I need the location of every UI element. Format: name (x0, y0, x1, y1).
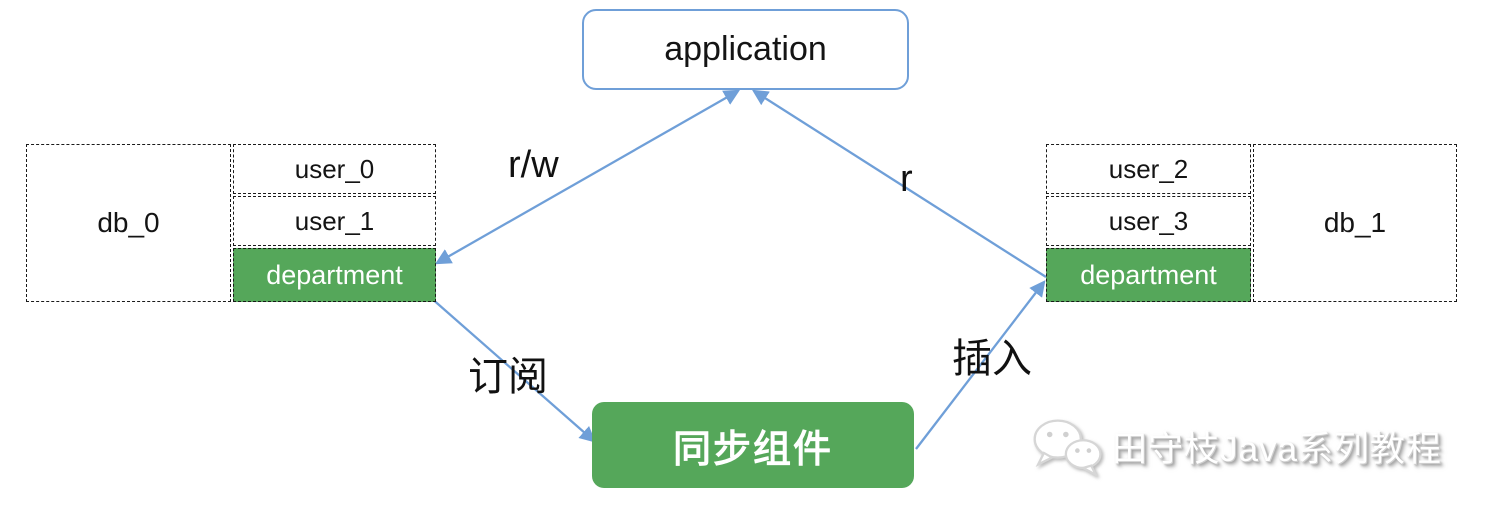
edge-label-insert: 插入 (952, 337, 1032, 381)
arrow-rw-line (434, 89, 741, 265)
user2-label: user_2 (1108, 153, 1189, 184)
db1-cell: db_1 (1253, 144, 1457, 302)
table-cell-user2: user_2 (1046, 144, 1251, 194)
user0-label: user_0 (294, 153, 375, 184)
table-cell-department-left: department (233, 248, 436, 302)
wechat-icon (1033, 419, 1102, 476)
user3-label: user_3 (1108, 205, 1189, 236)
db0-cell: db_0 (26, 144, 231, 302)
watermark: 田守枝Java系列教程 (1030, 416, 1442, 476)
sync-component-node: 同步组件 (592, 402, 914, 488)
table-cell-user3: user_3 (1046, 196, 1251, 246)
edge-label-r: r (900, 158, 913, 200)
department-right-label: department (1080, 259, 1217, 290)
edge-label-rw: r/w (508, 144, 559, 186)
department-left-label: department (266, 259, 403, 290)
edge-label-subscribe: 订阅 (468, 355, 548, 399)
db0-label: db_0 (97, 207, 160, 238)
application-label: application (664, 30, 827, 68)
table-cell-department-right: department (1046, 248, 1251, 302)
db1-label: db_1 (1323, 207, 1387, 238)
sync-component-label: 同步组件 (672, 428, 833, 471)
application-node: application (582, 9, 909, 90)
watermark-text: 田守枝Java系列教程 (1112, 429, 1442, 469)
table-cell-user1: user_1 (233, 196, 436, 246)
table-cell-user0: user_0 (233, 144, 436, 194)
user1-label: user_1 (294, 205, 375, 236)
